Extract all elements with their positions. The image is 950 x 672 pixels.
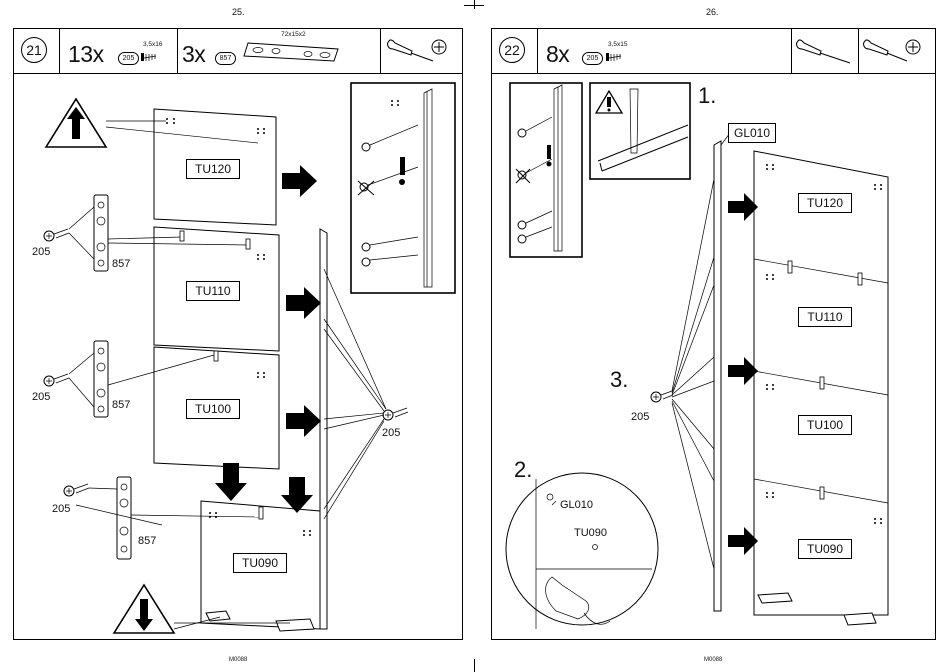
callout-screw-205: 205 (382, 427, 400, 439)
footer-code-left: M0088 (229, 657, 247, 663)
callout-screw-205: 205 (52, 503, 70, 515)
panel-label-tu120: TU120 (186, 159, 240, 179)
assembly-drawing-right (492, 29, 937, 641)
detail-gl010-label: GL010 (560, 499, 593, 511)
warning-exclamation-icon (547, 145, 551, 159)
panel-label-tu120: TU120 (798, 193, 852, 213)
instruction-page-right: 22 8x 205 3,5x15 (491, 28, 936, 640)
detail-tu090-label: TU090 (574, 527, 607, 539)
arrow-right-icon (286, 287, 321, 319)
crop-mark-top-h (464, 5, 484, 6)
plate-857-shape (117, 477, 131, 559)
panel-label-tu100: TU100 (186, 399, 240, 419)
assembly-drawing-left (14, 29, 464, 641)
step2-magnifier-circle (506, 473, 658, 625)
gl010-label: GL010 (728, 123, 776, 143)
screw-icon (383, 408, 408, 420)
callout-screw-205: 205 (32, 246, 50, 258)
callout-plate-857: 857 (112, 258, 130, 270)
panel-label-tu110: TU110 (186, 281, 240, 301)
callout-screw-205: 205 (32, 391, 50, 403)
callout-screw-205: 205 (631, 411, 649, 423)
substep-3: 3. (610, 367, 628, 393)
crop-mark-bottom (474, 659, 475, 672)
side-panel-shape (714, 141, 721, 611)
page-number-left: 25. (232, 7, 245, 17)
side-panel-shape (320, 229, 327, 629)
screw-icon (44, 229, 69, 241)
panel-label-tu090: TU090 (798, 539, 852, 559)
warning-exclamation-icon (400, 157, 405, 175)
footer-code-right: M0088 (704, 657, 722, 663)
arrow-right-icon (286, 405, 321, 437)
screw-icon (651, 391, 673, 402)
callout-plate-857: 857 (112, 399, 130, 411)
page-number-right: 26. (706, 7, 719, 17)
instruction-page-left: 21 13x 205 3,5x16 3x 857 72x15x2 (13, 28, 463, 640)
arrow-down-icon (215, 463, 247, 501)
plate-857-shape (94, 341, 108, 417)
screw-icon (44, 374, 69, 386)
detail-inset-frame (510, 83, 582, 257)
panel-label-tu110: TU110 (798, 307, 852, 327)
plate-857-shape (94, 195, 108, 271)
substep-2: 2. (514, 457, 532, 483)
callout-plate-857: 857 (138, 535, 156, 547)
panel-label-tu100: TU100 (798, 415, 852, 435)
arrow-right-icon (282, 165, 317, 197)
panel-label-tu090: TU090 (233, 553, 287, 573)
screw-icon (64, 484, 89, 496)
substep-1: 1. (698, 83, 716, 109)
arrow-down-icon (281, 477, 313, 513)
